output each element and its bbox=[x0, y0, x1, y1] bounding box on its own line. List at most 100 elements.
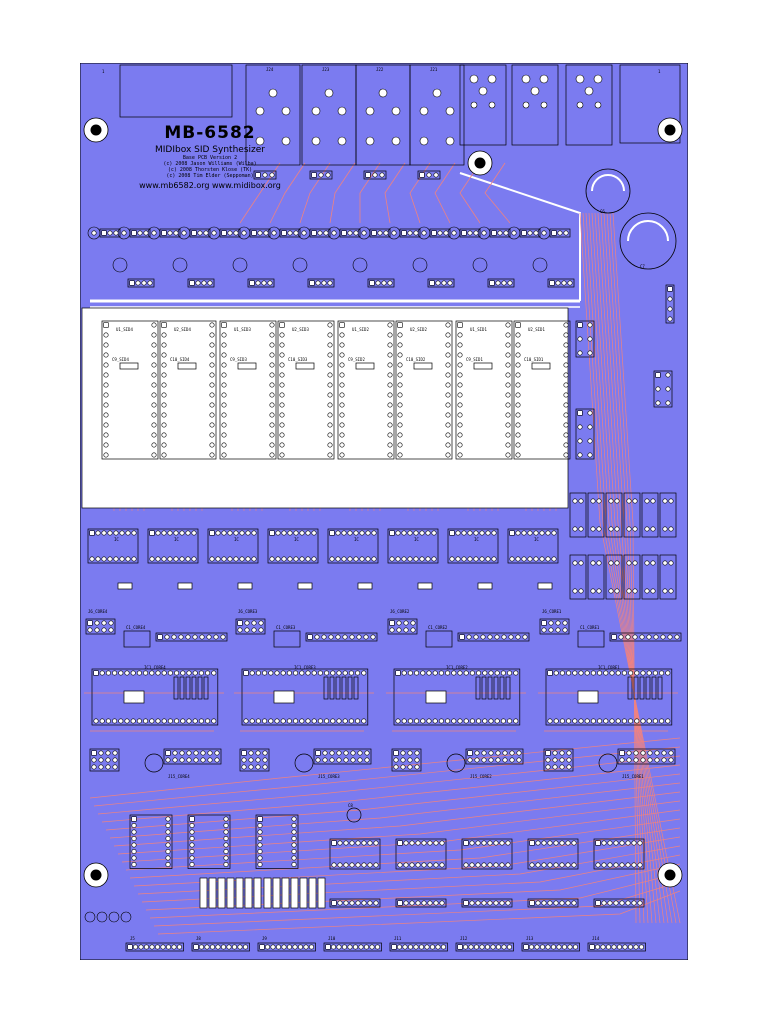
io-header bbox=[457, 632, 530, 642]
solder-pad bbox=[243, 718, 249, 724]
solder-pad bbox=[488, 670, 494, 676]
solder-pad bbox=[311, 556, 317, 562]
solder-pad bbox=[199, 634, 205, 640]
solder-pad bbox=[433, 172, 439, 178]
solder-pad bbox=[502, 750, 508, 756]
solder-pad bbox=[535, 900, 541, 906]
solder-pad bbox=[98, 757, 104, 763]
solder-pad bbox=[151, 332, 157, 338]
ic-label: IC bbox=[234, 537, 239, 542]
solder-pad bbox=[440, 944, 446, 950]
square-pad bbox=[397, 900, 403, 906]
solder-pad bbox=[578, 718, 584, 724]
solder-pad bbox=[327, 452, 333, 458]
solder-pad bbox=[627, 944, 633, 950]
solder-pad bbox=[445, 362, 451, 368]
solder-pad bbox=[151, 432, 157, 438]
solder-pad bbox=[571, 840, 577, 846]
solder-pad bbox=[185, 634, 191, 640]
solder-pad bbox=[616, 944, 622, 950]
solder-pad bbox=[667, 306, 673, 312]
solder-pad bbox=[432, 718, 438, 724]
solder-pad bbox=[199, 944, 205, 950]
solder-pad bbox=[413, 556, 419, 562]
relay bbox=[641, 554, 659, 600]
solder-pad bbox=[269, 556, 275, 562]
solder-pad bbox=[365, 106, 375, 116]
solder-pad bbox=[367, 862, 373, 868]
bottom-header-label: J13 bbox=[526, 936, 534, 941]
solder-pad bbox=[547, 718, 553, 724]
solder-pad bbox=[644, 560, 650, 566]
solder-pad bbox=[257, 835, 263, 841]
signal-trace bbox=[269, 162, 306, 224]
regulator bbox=[532, 257, 548, 273]
solder-pad bbox=[476, 718, 482, 724]
solder-pad bbox=[441, 280, 447, 286]
solder-pad bbox=[621, 718, 627, 724]
square-pad bbox=[401, 230, 407, 236]
solder-pad bbox=[87, 627, 93, 633]
solder-pad bbox=[287, 556, 293, 562]
solder-pad bbox=[325, 172, 331, 178]
resistor-array bbox=[645, 676, 651, 700]
output-header bbox=[461, 898, 513, 908]
bottom-header-label: J11 bbox=[394, 936, 402, 941]
solder-pad bbox=[165, 822, 171, 828]
solder-pad bbox=[281, 530, 287, 536]
solder-pad bbox=[209, 422, 215, 428]
audio-jack bbox=[409, 64, 465, 166]
solder-pad bbox=[91, 230, 97, 236]
solder-pad bbox=[124, 670, 130, 676]
solder-pad bbox=[407, 944, 413, 950]
solder-pad bbox=[149, 718, 155, 724]
solder-pad bbox=[387, 442, 393, 448]
crystal-label: C1_CORE1 bbox=[580, 625, 600, 630]
solder-pad bbox=[499, 840, 505, 846]
mcu-label: IC1_CORE2 bbox=[446, 665, 468, 670]
solder-pad bbox=[387, 332, 393, 338]
solder-pad bbox=[291, 848, 297, 854]
jack-label: J22 bbox=[376, 67, 384, 72]
solder-pad bbox=[516, 750, 522, 756]
solder-pad bbox=[337, 136, 347, 146]
solder-pad bbox=[155, 530, 161, 536]
solder-pad bbox=[279, 392, 285, 398]
small-header bbox=[279, 228, 301, 238]
solder-pad bbox=[587, 452, 593, 458]
solder-pad bbox=[481, 900, 487, 906]
solder-pad bbox=[213, 634, 219, 640]
solder-pad bbox=[257, 822, 263, 828]
solder-pad bbox=[637, 862, 643, 868]
resistor-network bbox=[317, 877, 326, 909]
io-header bbox=[155, 632, 228, 642]
solder-pad bbox=[350, 750, 356, 756]
solder-pad bbox=[131, 842, 137, 848]
solder-pad bbox=[343, 862, 349, 868]
solder-pad bbox=[650, 588, 656, 594]
solder-pad bbox=[189, 822, 195, 828]
solder-pad bbox=[299, 530, 305, 536]
solder-pad bbox=[373, 862, 379, 868]
solder-pad bbox=[381, 280, 387, 286]
solder-pad bbox=[99, 718, 105, 724]
solder-pad bbox=[317, 718, 323, 724]
solder-pad bbox=[507, 670, 513, 676]
solder-pad bbox=[597, 718, 603, 724]
solder-pad bbox=[397, 382, 403, 388]
solder-pad bbox=[547, 840, 553, 846]
solder-pad bbox=[577, 350, 583, 356]
solder-pad bbox=[373, 840, 379, 846]
square-pad bbox=[529, 840, 535, 846]
solder-pad bbox=[337, 840, 343, 846]
solder-pad bbox=[189, 835, 195, 841]
solder-pad bbox=[161, 556, 167, 562]
solder-pad bbox=[131, 822, 137, 828]
solder-pad bbox=[414, 718, 420, 724]
solder-pad bbox=[419, 530, 425, 536]
solder-pad bbox=[149, 944, 155, 950]
solder-pad bbox=[239, 530, 245, 536]
square-pad bbox=[577, 322, 583, 328]
solder-pad bbox=[445, 106, 455, 116]
solder-pad bbox=[221, 944, 227, 950]
